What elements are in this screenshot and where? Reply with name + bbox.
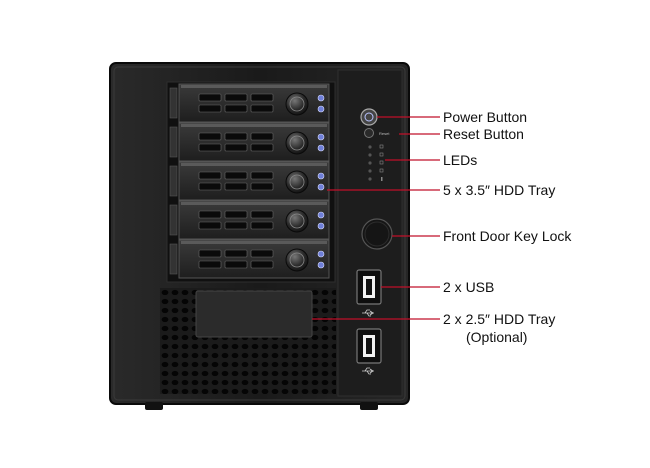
callout-hdd-tray-25: 2 x 2.5″ HDD Tray bbox=[443, 311, 556, 327]
foot-right bbox=[360, 402, 378, 410]
callout-lines bbox=[312, 116, 440, 320]
led-3 bbox=[368, 161, 372, 165]
tray-status-led bbox=[317, 250, 325, 258]
reset-text: Reset bbox=[379, 131, 390, 136]
tray-release-knob[interactable] bbox=[285, 92, 309, 116]
tray-vent-slot bbox=[250, 171, 274, 180]
tray-vent-slot bbox=[198, 104, 222, 113]
hdd-tray[interactable] bbox=[169, 83, 330, 123]
hdd-tray-25 bbox=[195, 290, 313, 338]
callout-hdd-tray-35: 5 x 3.5″ HDD Tray bbox=[443, 182, 556, 198]
tray-status-led bbox=[317, 261, 325, 269]
led-icon-info bbox=[381, 177, 383, 181]
hdd-tray[interactable] bbox=[169, 200, 330, 240]
callout-hdd-tray-25-note: (Optional) bbox=[466, 329, 528, 345]
callout-leds: LEDs bbox=[443, 152, 478, 168]
power-icon bbox=[364, 112, 374, 122]
power-button[interactable] bbox=[360, 108, 378, 126]
tray-vent-slot bbox=[224, 182, 248, 191]
callout-power-button: Power Button bbox=[443, 109, 528, 125]
tray-vent-slot bbox=[250, 210, 274, 219]
led-icon-disk bbox=[379, 152, 384, 157]
tray-latch[interactable] bbox=[169, 204, 178, 236]
foot-left bbox=[145, 402, 163, 410]
tray-status-led bbox=[317, 144, 325, 152]
tray-vent-slot bbox=[198, 260, 222, 269]
tray-release-knob[interactable] bbox=[285, 131, 309, 155]
usb-icon bbox=[362, 367, 374, 375]
tray-latch[interactable] bbox=[169, 243, 178, 275]
tray-vent-slot bbox=[250, 182, 274, 191]
hdd-tray[interactable] bbox=[169, 161, 330, 201]
tray-latch[interactable] bbox=[169, 87, 178, 119]
led-1 bbox=[368, 145, 372, 149]
led-icon-lan2 bbox=[379, 168, 384, 173]
usb-port-1[interactable] bbox=[356, 269, 382, 305]
tray-vent-slot bbox=[198, 171, 222, 180]
tray-status-led bbox=[317, 133, 325, 141]
tray-status-led bbox=[317, 183, 325, 191]
tray-release-knob[interactable] bbox=[285, 209, 309, 233]
tray-vent-slot bbox=[224, 132, 248, 141]
hdd-tray[interactable] bbox=[169, 239, 330, 279]
tray-status-led bbox=[317, 94, 325, 102]
front-door-key-lock[interactable] bbox=[361, 218, 393, 250]
tray-vent-slot bbox=[198, 249, 222, 258]
tray-vent-slot bbox=[250, 93, 274, 102]
hdd-trays-35 bbox=[169, 83, 330, 279]
tray-vent-slot bbox=[224, 210, 248, 219]
tray-latch[interactable] bbox=[169, 165, 178, 197]
reset-button[interactable] bbox=[364, 128, 374, 138]
tray-vent-slot bbox=[224, 260, 248, 269]
tray-vent-slot bbox=[198, 210, 222, 219]
tray-vent-slot bbox=[198, 143, 222, 152]
tray-status-led bbox=[317, 172, 325, 180]
callout-key-lock: Front Door Key Lock bbox=[443, 228, 572, 244]
led-2 bbox=[368, 153, 372, 157]
hdd-tray[interactable] bbox=[169, 122, 330, 162]
tray-release-knob[interactable] bbox=[285, 170, 309, 194]
led-5 bbox=[368, 177, 372, 181]
tray-vent-slot bbox=[198, 221, 222, 230]
tray-status-led bbox=[317, 222, 325, 230]
tray-vent-slot bbox=[224, 104, 248, 113]
tray-vent-slot bbox=[198, 132, 222, 141]
tray-latch[interactable] bbox=[169, 126, 178, 158]
tray-vent-slot bbox=[224, 93, 248, 102]
tray-vent-slot bbox=[250, 132, 274, 141]
tray-vent-slot bbox=[250, 143, 274, 152]
tray-vent-slot bbox=[224, 221, 248, 230]
tray-vent-slot bbox=[224, 249, 248, 258]
tray-vent-slot bbox=[198, 93, 222, 102]
usb-port-2[interactable] bbox=[356, 328, 382, 364]
led-group bbox=[368, 144, 384, 181]
tray-vent-slot bbox=[250, 221, 274, 230]
tray-vent-slot bbox=[250, 260, 274, 269]
callout-usb: 2 x USB bbox=[443, 279, 495, 295]
tray-vent-slot bbox=[250, 249, 274, 258]
tray-vent-slot bbox=[250, 104, 274, 113]
tray-vent-slot bbox=[224, 171, 248, 180]
tray-status-led bbox=[317, 211, 325, 219]
tray-vent-slot bbox=[198, 182, 222, 191]
tray-status-led bbox=[317, 105, 325, 113]
tray-vent-slot bbox=[224, 143, 248, 152]
tray-release-knob[interactable] bbox=[285, 248, 309, 272]
led-4 bbox=[368, 169, 372, 173]
usb-icon bbox=[362, 309, 374, 317]
led-icon-power bbox=[379, 144, 384, 149]
callout-reset-button: Reset Button bbox=[443, 126, 524, 142]
led-icon-lan1 bbox=[379, 160, 384, 165]
